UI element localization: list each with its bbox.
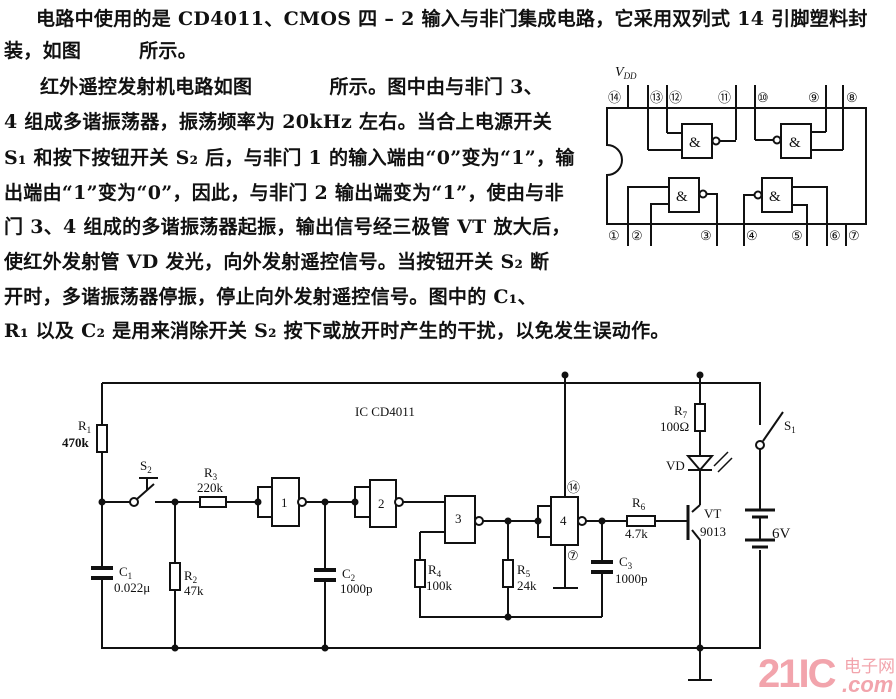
svg-text:0.022μ: 0.022μ [114, 580, 150, 595]
svg-text:④: ④ [746, 228, 758, 243]
svg-text:100k: 100k [426, 578, 453, 593]
svg-text:3: 3 [455, 511, 462, 526]
text-line: R₁ 以及 C₂ 是用来消除开关 S₂ 按下或放开时产生的干扰，以免发生误动作。 [4, 320, 670, 342]
resistor-r3 [199, 496, 227, 508]
svg-text:IC CD4011: IC CD4011 [355, 404, 415, 419]
svg-text:⑦: ⑦ [848, 228, 860, 243]
svg-text:C3: C3 [619, 554, 633, 571]
resistor-r2 [169, 562, 181, 591]
svg-text:R6: R6 [632, 495, 646, 512]
text-line: 4 组成多谐振荡器，振荡频率为 20kHz 左右。当合上电源开关 [4, 111, 553, 133]
wires [101, 382, 761, 681]
vdd-label: VDD [615, 65, 637, 81]
svg-text:24k: 24k [517, 578, 537, 593]
svg-text:⑧: ⑧ [846, 90, 858, 105]
svg-text:R1: R1 [78, 418, 91, 435]
capacitor-c1 [91, 566, 113, 580]
gate-symbol: & [789, 135, 801, 151]
nand-gate-3 [444, 495, 476, 544]
svg-text:⑥: ⑥ [829, 228, 841, 243]
svg-text:220k: 220k [197, 480, 224, 495]
svg-text:47k: 47k [184, 583, 204, 598]
text-line: 出端由“1”变为“0”，因此，与非门 2 输出端变为“1”，使由与非 [4, 182, 564, 204]
ir-led-vd [685, 455, 715, 472]
svg-text:⑤: ⑤ [791, 228, 803, 243]
text-line: 门 3、4 组成的多谐振荡器起振，输出信号经三极管 VT 放大后， [4, 216, 571, 238]
svg-text:2: 2 [378, 496, 385, 511]
svg-text:S1: S1 [784, 418, 796, 435]
capacitor-c3 [591, 560, 613, 574]
svg-text:470k: 470k [62, 435, 90, 450]
resistor-r7 [694, 403, 706, 432]
text-line: 使红外发射管 VD 发光，向外发射遥控信号。当按钮开关 S₂ 断 [4, 251, 550, 273]
capacitors [91, 560, 613, 582]
inversion-bubble [772, 135, 782, 145]
top-pin-leads [627, 85, 844, 150]
svg-text:4: 4 [560, 513, 567, 528]
resistor-r5 [502, 559, 514, 588]
ic-package-outline [606, 107, 867, 225]
component-labels: IC CD4011 R1 470k S2 R3 220k C1 0.022μ R… [62, 403, 796, 598]
inversion-bubble [711, 136, 721, 146]
svg-text:S2: S2 [140, 458, 152, 475]
svg-text:VT: VT [704, 506, 721, 521]
inversion-bubble [698, 189, 708, 199]
gate-symbol: & [689, 135, 701, 151]
svg-text:1000p: 1000p [340, 581, 373, 596]
svg-text:⑨: ⑨ [808, 90, 820, 105]
svg-text:⑬: ⑬ [650, 90, 663, 105]
svg-text:R4: R4 [428, 562, 442, 579]
switch-s1 [755, 440, 765, 450]
svg-text:②: ② [631, 228, 643, 243]
svg-text:⑩: ⑩ [757, 90, 769, 105]
svg-text:VD: VD [666, 458, 685, 473]
svg-text:③: ③ [700, 228, 712, 243]
svg-text:9013: 9013 [700, 524, 726, 539]
junction-dots [98, 371, 704, 652]
watermark-21ic: 21IC [758, 652, 836, 696]
svg-text:⑭: ⑭ [608, 90, 621, 105]
text-line: 装，如图 所示。 [4, 40, 198, 62]
svg-text:C2: C2 [342, 566, 355, 583]
svg-text:⑪: ⑪ [718, 90, 731, 105]
capacitor-c2 [314, 568, 336, 582]
svg-text:R7: R7 [674, 403, 688, 420]
gate-symbol: & [769, 189, 781, 205]
svg-text:⑭: ⑭ [567, 480, 580, 495]
resistor-r6 [626, 515, 656, 527]
svg-text:R3: R3 [204, 465, 218, 482]
resistor-r4 [414, 559, 426, 588]
svg-text:⑦: ⑦ [567, 548, 579, 563]
nand-gate-4 [550, 496, 579, 546]
svg-text:1: 1 [281, 495, 288, 510]
text-line: 红外遥控发射机电路如图 所示。图中由与非门 3、 [40, 76, 543, 98]
text-line: 电路中使用的是 CD4011、CMOS 四 – 2 输入与非门集成电路，它采用双… [36, 8, 868, 30]
gate-symbol: & [676, 189, 688, 205]
emission-arrows-icon [713, 451, 733, 473]
svg-text:R5: R5 [517, 562, 531, 579]
text-line: 开时，多谐振荡器停振，停止向外发射遥控信号。图中的 C₁、 [4, 286, 537, 308]
svg-text:4.7k: 4.7k [625, 526, 648, 541]
resistor-r1 [96, 424, 108, 453]
watermark-com: .com [842, 672, 894, 697]
svg-text:100Ω: 100Ω [660, 419, 689, 434]
svg-text:6V: 6V [772, 526, 791, 542]
text-line: S₁ 和按下按钮开关 S₂ 后，与非门 1 的输入端由“0”变为“1”，输 [4, 147, 575, 169]
svg-text:R2: R2 [184, 568, 197, 585]
switch-s2 [129, 497, 139, 507]
inversion-bubble [753, 190, 763, 200]
nand-gate-2 [369, 479, 397, 528]
svg-text:①: ① [608, 228, 620, 243]
svg-text:1000p: 1000p [615, 571, 648, 586]
watermark-logo: 21IC 电子网 .com [758, 652, 895, 697]
svg-text:C1: C1 [119, 564, 132, 581]
watermark-cn: 电子网 [844, 657, 895, 676]
svg-text:⑫: ⑫ [669, 90, 682, 105]
